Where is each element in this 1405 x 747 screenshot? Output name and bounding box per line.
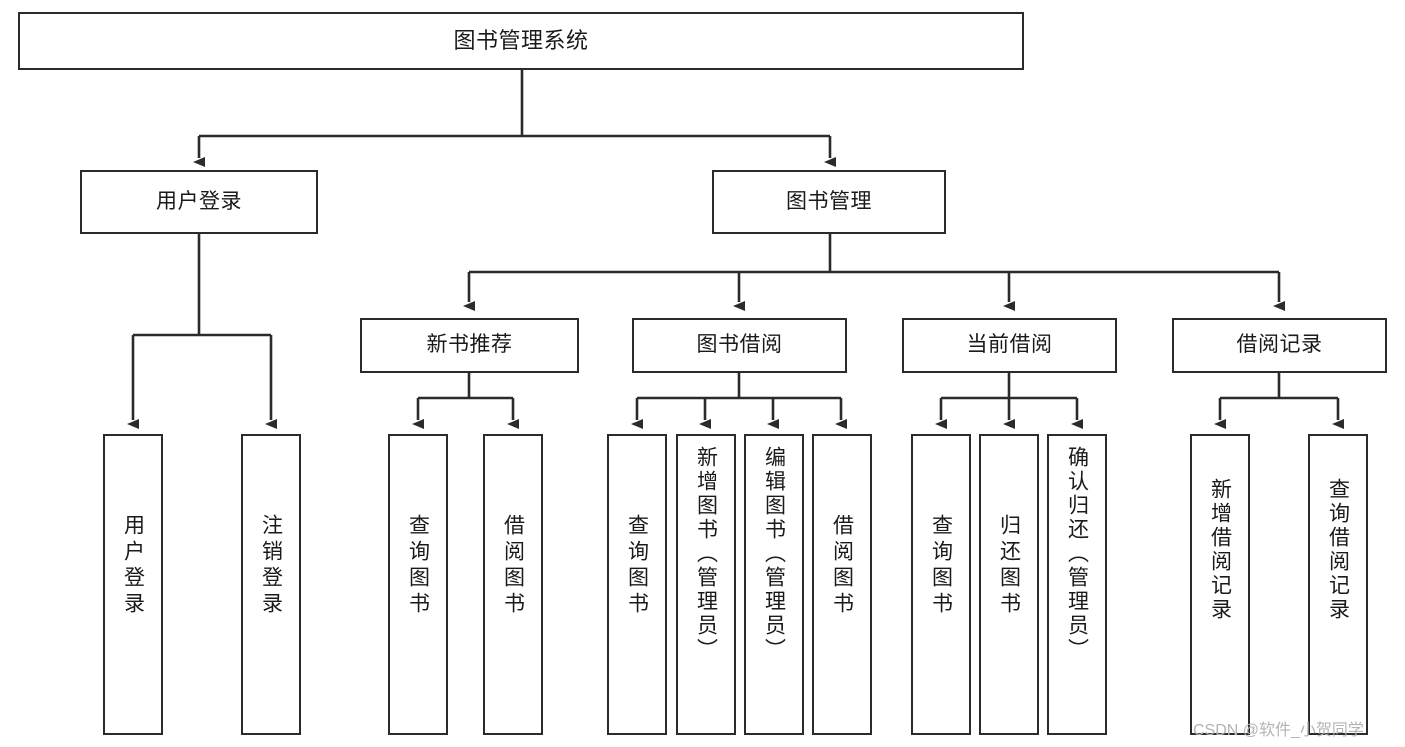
node-borrow-record[interactable]: 借阅记录: [1172, 318, 1387, 373]
leaf-current-borrow-query-book[interactable]: 查询图书: [911, 434, 971, 735]
node-label: 归还图书: [997, 514, 1021, 618]
node-label: 借阅图书: [830, 514, 854, 618]
node-label: 图书借阅: [696, 333, 783, 357]
node-current-borrow[interactable]: 当前借阅: [902, 318, 1117, 373]
leaf-new-book-borrow-book[interactable]: 借阅图书: [483, 434, 543, 735]
leaf-current-borrow-return-book[interactable]: 归还图书: [979, 434, 1039, 735]
node-label: 用户登录: [156, 189, 242, 213]
node-label: 查询借阅记录: [1326, 478, 1350, 622]
node-label: 当前借阅: [966, 333, 1053, 357]
node-label: 图书管理: [786, 189, 872, 213]
node-label: 用户登录: [121, 514, 145, 618]
node-label: 确认归还（管理员）: [1065, 446, 1089, 662]
node-book-management[interactable]: 图书管理: [712, 170, 946, 234]
leaf-borrow-record-add-record[interactable]: 新增借阅记录: [1190, 434, 1250, 735]
node-new-book-recommend[interactable]: 新书推荐: [360, 318, 579, 373]
watermark-text: CSDN @软件_小贺同学: [1193, 722, 1364, 739]
node-label: 注销登录: [259, 514, 283, 618]
node-user-login[interactable]: 用户登录: [80, 170, 318, 234]
node-label: 借阅图书: [501, 514, 525, 618]
leaf-book-borrow-query-book[interactable]: 查询图书: [607, 434, 667, 735]
node-root-book-management-system[interactable]: 图书管理系统: [18, 12, 1024, 70]
node-label: 新增借阅记录: [1208, 478, 1232, 622]
node-label: 查询图书: [625, 514, 649, 618]
node-label: 图书管理系统: [453, 28, 589, 54]
node-label: 查询图书: [406, 514, 430, 618]
leaf-user-login-login[interactable]: 用户登录: [103, 434, 163, 735]
leaf-book-borrow-add-book-admin[interactable]: 新增图书（管理员）: [676, 434, 736, 735]
node-label: 借阅记录: [1236, 333, 1323, 357]
node-book-borrow[interactable]: 图书借阅: [632, 318, 847, 373]
leaf-book-borrow-edit-book-admin[interactable]: 编辑图书（管理员）: [744, 434, 804, 735]
leaf-new-book-query-book[interactable]: 查询图书: [388, 434, 448, 735]
leaf-book-borrow-borrow-book[interactable]: 借阅图书: [812, 434, 872, 735]
node-label: 新增图书（管理员）: [694, 446, 718, 662]
node-label: 查询图书: [929, 514, 953, 618]
node-label: 新书推荐: [426, 333, 513, 357]
leaf-user-login-logout[interactable]: 注销登录: [241, 434, 301, 735]
node-label: 编辑图书（管理员）: [762, 446, 786, 662]
leaf-current-borrow-confirm-return-admin[interactable]: 确认归还（管理员）: [1047, 434, 1107, 735]
leaf-borrow-record-query-record[interactable]: 查询借阅记录: [1308, 434, 1368, 735]
